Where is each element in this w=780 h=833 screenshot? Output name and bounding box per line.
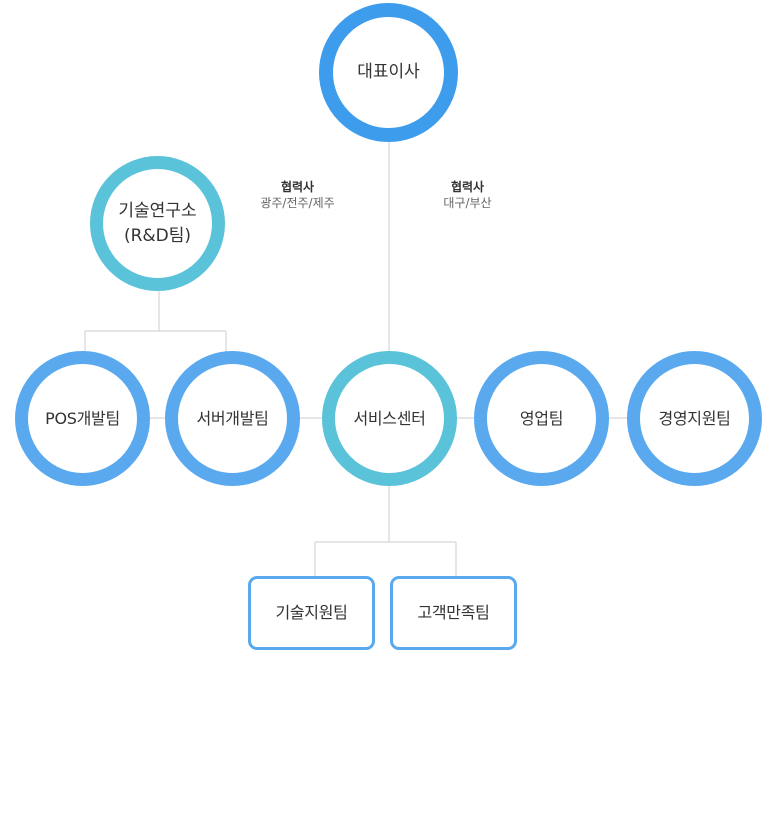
node-rnd-label-line1: 기술연구소 [118,200,197,221]
node-server-team-label: 서버개발팀 [196,408,269,428]
node-management-team: 경영지원팀 [627,351,762,486]
partner-left-title: 협력사 [280,180,315,194]
box-tech-support-team-label: 기술지원팀 [275,603,348,623]
node-rnd-label-line2: (R&D팀) [123,225,192,246]
node-sales-team: 영업팀 [474,351,609,486]
node-rnd: 기술연구소 (R&D팀) [90,156,225,291]
node-ceo: 대표이사 [319,3,458,142]
node-service-center-label: 서비스센터 [353,408,426,428]
partner-left: 협력사 광주/전주/제주 [240,180,355,211]
node-server-team: 서버개발팀 [165,351,300,486]
node-pos-team: POS개발팀 [15,351,150,486]
node-rnd-label: 기술연구소 (R&D팀) [118,199,196,248]
partner-right-title: 협력사 [450,180,485,194]
partner-right: 협력사 대구/부산 [420,180,515,211]
partner-left-regions: 광주/전주/제주 [260,195,335,210]
box-tech-support-team: 기술지원팀 [248,576,375,650]
node-pos-team-label: POS개발팀 [45,408,120,428]
node-service-center: 서비스센터 [322,351,457,486]
box-customer-satisfaction-team: 고객만족팀 [390,576,517,650]
partner-right-regions: 대구/부산 [443,195,492,210]
node-sales-team-label: 영업팀 [519,408,564,428]
node-ceo-label: 대표이사 [357,62,420,83]
box-customer-satisfaction-team-label: 고객만족팀 [417,603,490,623]
node-management-team-label: 경영지원팀 [658,408,731,428]
